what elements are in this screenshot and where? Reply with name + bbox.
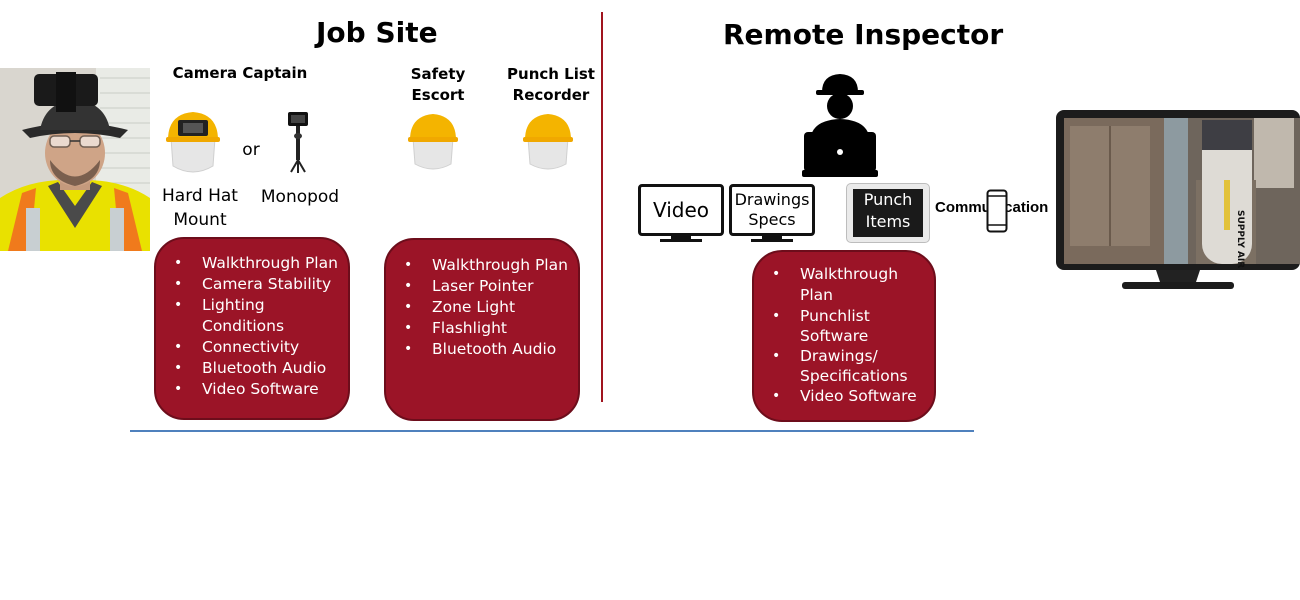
punch-recorder-hat-icon — [521, 110, 575, 174]
list-item: Lighting Conditions — [156, 295, 348, 337]
list-item: Video Software — [156, 379, 348, 400]
section-divider — [601, 12, 603, 402]
camera-captain-label: Camera Captain — [172, 64, 308, 82]
baseline-rule — [130, 430, 974, 432]
remote-inspector-title: Remote Inspector — [723, 18, 1004, 51]
list-item: Video Software — [754, 386, 934, 406]
monopod-label: Monopod — [260, 187, 340, 207]
list-item: Connectivity — [156, 337, 348, 358]
large-monitor: SUPPLY AIR — [1056, 110, 1300, 292]
safety-escort-label: Safety Escort — [410, 65, 466, 104]
supply-air-text: SUPPLY AIR — [1235, 210, 1245, 268]
worker-photo — [0, 68, 150, 251]
list-item: Walkthrough Plan — [156, 253, 348, 274]
monopod-icon — [283, 110, 313, 174]
list-item: Drawings/ Specifications — [754, 346, 934, 386]
drawings-specs-label: Drawings Specs — [729, 184, 815, 236]
camera-captain-requirements: Walkthrough Plan Camera Stability Lighti… — [154, 237, 350, 420]
remote-inspector-icon — [802, 72, 878, 180]
punch-list-recorder-label: Punch List Recorder — [507, 65, 595, 104]
or-label: or — [242, 140, 260, 160]
video-monitor: Video — [638, 184, 724, 242]
punch-items-label: Punch Items — [853, 189, 923, 237]
drawings-monitor: Drawings Specs — [729, 184, 815, 242]
list-item: Zone Light — [386, 297, 578, 318]
list-item: Walkthrough Plan — [754, 264, 934, 306]
video-label: Video — [638, 184, 724, 236]
list-item: Camera Stability — [156, 274, 348, 295]
remote-requirements: Walkthrough Plan Punchlist Software Draw… — [752, 250, 936, 422]
list-item: Laser Pointer — [386, 276, 578, 297]
list-item: Bluetooth Audio — [156, 358, 348, 379]
list-item: Bluetooth Audio — [386, 339, 578, 360]
list-item: Flashlight — [386, 318, 578, 339]
list-item: Punchlist Software — [754, 306, 934, 346]
job-site-title: Job Site — [316, 16, 438, 49]
phone-icon — [986, 189, 1008, 233]
list-item: Walkthrough Plan — [386, 255, 578, 276]
hard-hat-mount-label: Hard Hat Mount — [162, 186, 238, 230]
safety-escort-hat-icon — [406, 110, 460, 174]
hard-hat-mount-icon — [164, 108, 222, 178]
punch-items-tablet: Punch Items — [846, 183, 930, 243]
escort-recorder-requirements: Walkthrough Plan Laser Pointer Zone Ligh… — [384, 238, 580, 421]
